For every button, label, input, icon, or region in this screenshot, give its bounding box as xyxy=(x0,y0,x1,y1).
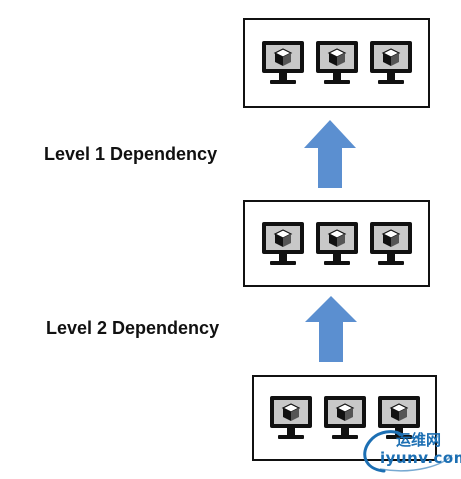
cube-icon xyxy=(381,228,400,247)
cube-icon xyxy=(273,48,292,66)
cube-icon xyxy=(281,403,300,421)
tier-box-middle xyxy=(243,200,430,287)
computer-monitor-icon xyxy=(368,220,414,268)
cube-icon xyxy=(381,48,400,66)
computer-monitor-icon xyxy=(314,220,360,268)
watermark-domain-text: iyunv.com xyxy=(380,449,461,467)
computer-monitor-icon xyxy=(368,39,414,87)
tier-box-bottom xyxy=(252,375,437,461)
watermark-swirl-icon xyxy=(363,430,453,473)
computer-monitor-icon xyxy=(260,220,306,268)
watermark: 运维网 iyunv.com xyxy=(354,425,461,477)
level-1-dependency-label: Level 1 Dependency xyxy=(44,144,218,164)
cube-icon xyxy=(327,48,346,66)
cube-icon xyxy=(335,403,354,421)
cube-icon xyxy=(327,228,346,247)
watermark-chinese-text: 运维网 xyxy=(396,431,442,449)
tier-box-top xyxy=(243,18,430,108)
cube-icon xyxy=(389,403,408,421)
level-2-dependency-label: Level 2 Dependency xyxy=(46,318,220,338)
computer-monitor-icon xyxy=(268,394,314,442)
computer-monitor-icon xyxy=(314,39,360,87)
cube-icon xyxy=(273,228,292,247)
computer-monitor-icon xyxy=(322,394,368,442)
computer-monitor-icon xyxy=(260,39,306,87)
up-arrow-icon xyxy=(305,296,357,362)
up-arrow-icon xyxy=(304,120,356,188)
